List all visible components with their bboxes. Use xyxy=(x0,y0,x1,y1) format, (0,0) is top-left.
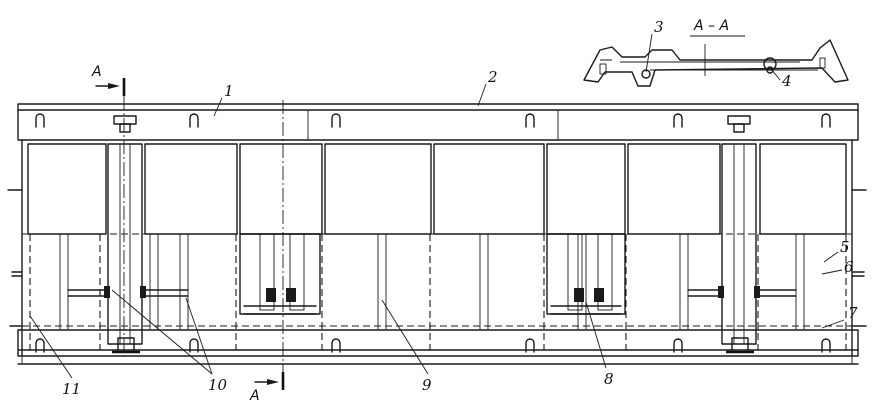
vertical-posts xyxy=(107,115,757,354)
section-cut-line xyxy=(95,78,285,390)
section-mark-top: А xyxy=(91,64,102,80)
callout-1: 1 xyxy=(224,82,234,100)
leader-lines xyxy=(29,33,845,379)
post-braces xyxy=(67,286,797,298)
callout-9: 9 xyxy=(422,376,432,394)
main-elevation-view xyxy=(17,103,859,365)
top-rail-slots xyxy=(35,113,831,128)
callout-6: 6 xyxy=(844,258,854,276)
bottom-rail-slots xyxy=(35,338,831,353)
side-pins xyxy=(7,189,867,327)
section-a-a-view xyxy=(583,35,849,87)
callout-3: 3 xyxy=(654,18,664,36)
section-title: А – А xyxy=(693,18,729,34)
ribs xyxy=(59,233,805,331)
callout-2: 2 xyxy=(487,68,498,86)
callout-8: 8 xyxy=(604,370,614,388)
callout-5: 5 xyxy=(840,238,850,256)
callout-10: 10 xyxy=(208,376,228,394)
hidden-lines-lower xyxy=(22,233,852,350)
hinge-brackets xyxy=(239,233,626,315)
callout-11: 11 xyxy=(62,380,81,398)
callout-7: 7 xyxy=(848,304,858,322)
section-mark-bottom: А xyxy=(249,388,260,404)
upper-panels xyxy=(27,143,847,235)
callout-4: 4 xyxy=(781,72,792,90)
labels: А – А А А 1 2 3 4 5 6 7 8 9 10 11 xyxy=(62,18,858,404)
